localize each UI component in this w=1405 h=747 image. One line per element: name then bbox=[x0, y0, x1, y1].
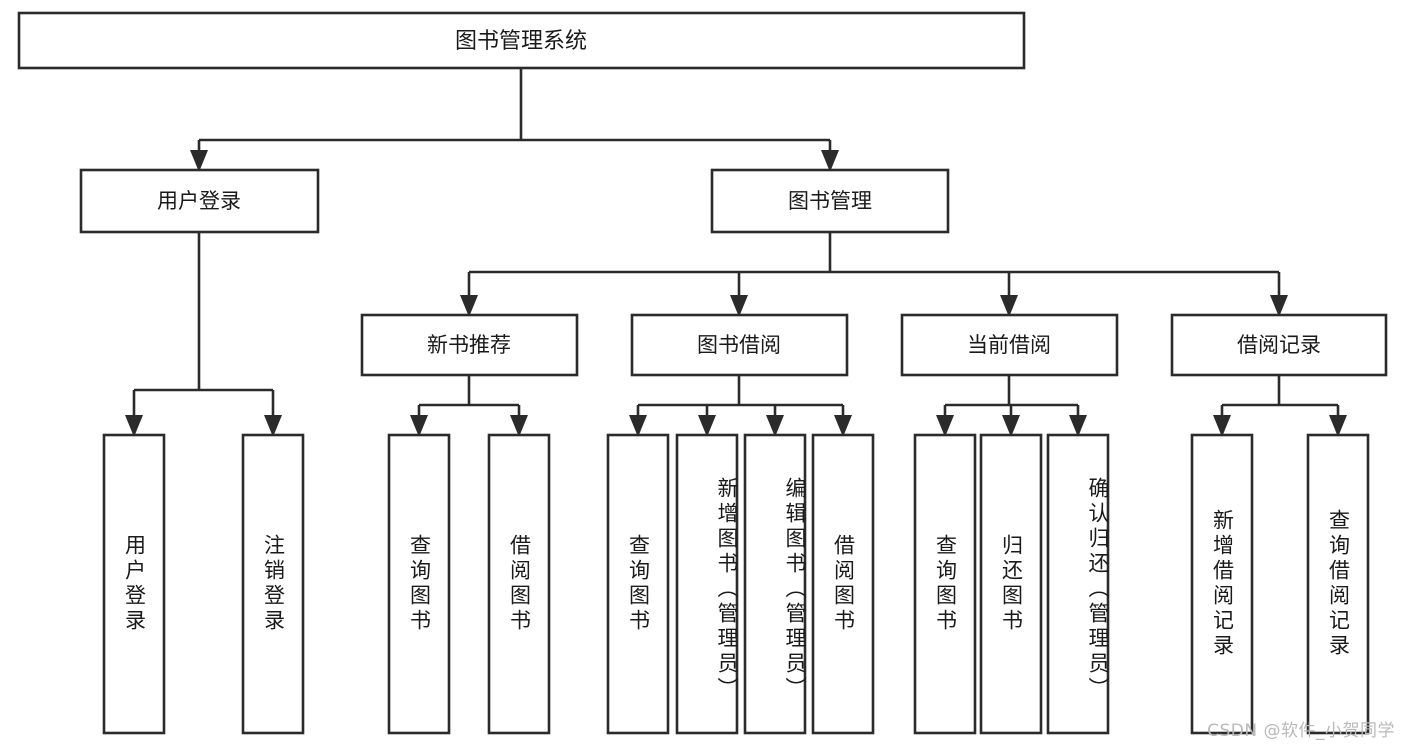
node-user-login-label: 用户登录 bbox=[157, 189, 241, 213]
node-book-borrow-label: 图书借阅 bbox=[697, 333, 781, 357]
leaf-box-confirm-return[interactable] bbox=[1046, 433, 1110, 735]
leaf-box-query-book-2[interactable] bbox=[606, 433, 670, 735]
leaf-box-query-book-1[interactable] bbox=[387, 433, 451, 735]
leaf-box-return-book[interactable] bbox=[979, 433, 1043, 735]
node-new-book-recommend-label: 新书推荐 bbox=[427, 333, 511, 357]
node-book-management-label: 图书管理 bbox=[788, 189, 872, 213]
node-book-borrow[interactable]: 图书借阅 bbox=[630, 313, 849, 377]
leaf-box-user-login[interactable] bbox=[102, 433, 166, 735]
node-book-borrow-box[interactable] bbox=[630, 313, 849, 377]
node-root-label: 图书管理系统 bbox=[455, 29, 587, 54]
node-borrow-record-label: 借阅记录 bbox=[1237, 333, 1321, 357]
leaf-box-query-book-3[interactable] bbox=[913, 433, 977, 735]
node-current-borrow[interactable]: 当前借阅 bbox=[900, 313, 1119, 377]
leaf-box-edit-book[interactable] bbox=[743, 433, 807, 735]
watermark: CSDN @软件_小贺同学 bbox=[1207, 721, 1395, 741]
node-current-borrow-box[interactable] bbox=[900, 313, 1119, 377]
leaf-box-add-book[interactable] bbox=[675, 433, 739, 735]
node-root[interactable]: 图书管理系统 bbox=[17, 11, 1026, 70]
node-book-management-box[interactable] bbox=[710, 168, 950, 234]
leaf-box-query-record[interactable] bbox=[1306, 433, 1370, 735]
node-user-login-box[interactable] bbox=[79, 168, 320, 234]
node-borrow-record-box[interactable] bbox=[1170, 313, 1388, 377]
node-book-management[interactable]: 图书管理 bbox=[710, 168, 950, 234]
leaf-boxes bbox=[102, 433, 1370, 735]
node-root-box[interactable] bbox=[17, 11, 1026, 70]
node-user-login[interactable]: 用户登录 bbox=[79, 168, 320, 234]
leaf-box-borrow-book-1[interactable] bbox=[487, 433, 551, 735]
leaf-box-borrow-book-2[interactable] bbox=[811, 433, 875, 735]
leaf-box-user-logout[interactable] bbox=[241, 433, 305, 735]
leaf-box-add-record[interactable] bbox=[1190, 433, 1254, 735]
node-new-book-recommend[interactable]: 新书推荐 bbox=[360, 313, 579, 377]
connectors bbox=[132, 68, 1340, 415]
node-current-borrow-label: 当前借阅 bbox=[967, 333, 1051, 357]
node-borrow-record[interactable]: 借阅记录 bbox=[1170, 313, 1388, 377]
node-new-book-recommend-box[interactable] bbox=[360, 313, 579, 377]
